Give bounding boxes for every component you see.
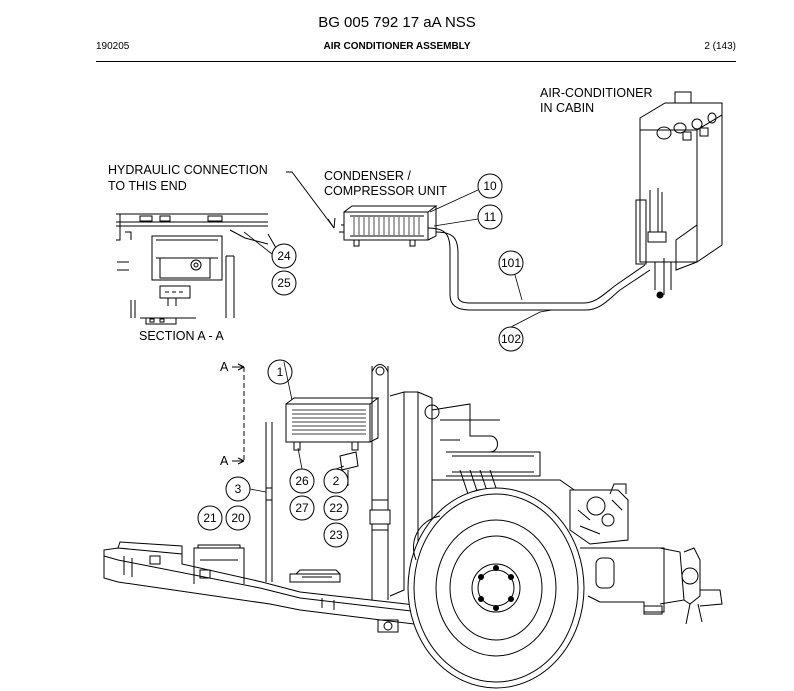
label-ac-cabin-line1: AIR-CONDITIONER [540,86,653,100]
label-condenser-line2: COMPRESSOR UNIT [324,184,447,198]
cabin-ac-unit [635,91,723,299]
page-number: 2 (143) [704,41,736,52]
label-hydraulic-line1: HYDRAULIC CONNECTION [108,163,268,177]
section-mark-bottom: A [220,454,229,468]
callout-11: 11 [483,210,497,224]
section-aa-detail [116,213,277,325]
callout-101: 101 [500,256,522,270]
callout-20: 20 [231,511,245,525]
refrigerant-hoses [427,227,651,311]
callout-bubbles [197,173,524,548]
leader-lines [243,189,553,493]
label-condenser-line1: CONDENSER / [324,169,411,183]
document-subtitle: AIR CONDITIONER ASSEMBLY [323,41,471,52]
callout-25: 25 [277,276,291,290]
callout-21: 21 [203,511,217,525]
section-cut-line [232,363,245,465]
document-number: BG 005 792 17 aA NSS [318,14,476,31]
date-code: 190205 [96,41,130,52]
callout-3: 3 [234,482,242,496]
condenser-unit-top [339,205,438,247]
callout-26: 26 [295,474,309,488]
hydraulic-pointer [286,171,336,229]
label-section-aa: SECTION A - A [139,329,224,343]
callout-10: 10 [483,179,497,193]
callout-1: 1 [276,365,284,379]
callout-23: 23 [329,528,343,542]
callout-102: 102 [500,332,522,346]
machine-side-view [103,364,723,689]
callout-22: 22 [329,501,343,515]
callout-27: 27 [295,501,309,515]
section-mark-top: A [220,360,229,374]
header-rule [96,61,736,62]
callout-24: 24 [277,249,291,263]
label-hydraulic-line2: TO THIS END [108,179,187,193]
callout-2: 2 [332,474,340,488]
label-ac-cabin-line2: IN CABIN [540,101,595,115]
